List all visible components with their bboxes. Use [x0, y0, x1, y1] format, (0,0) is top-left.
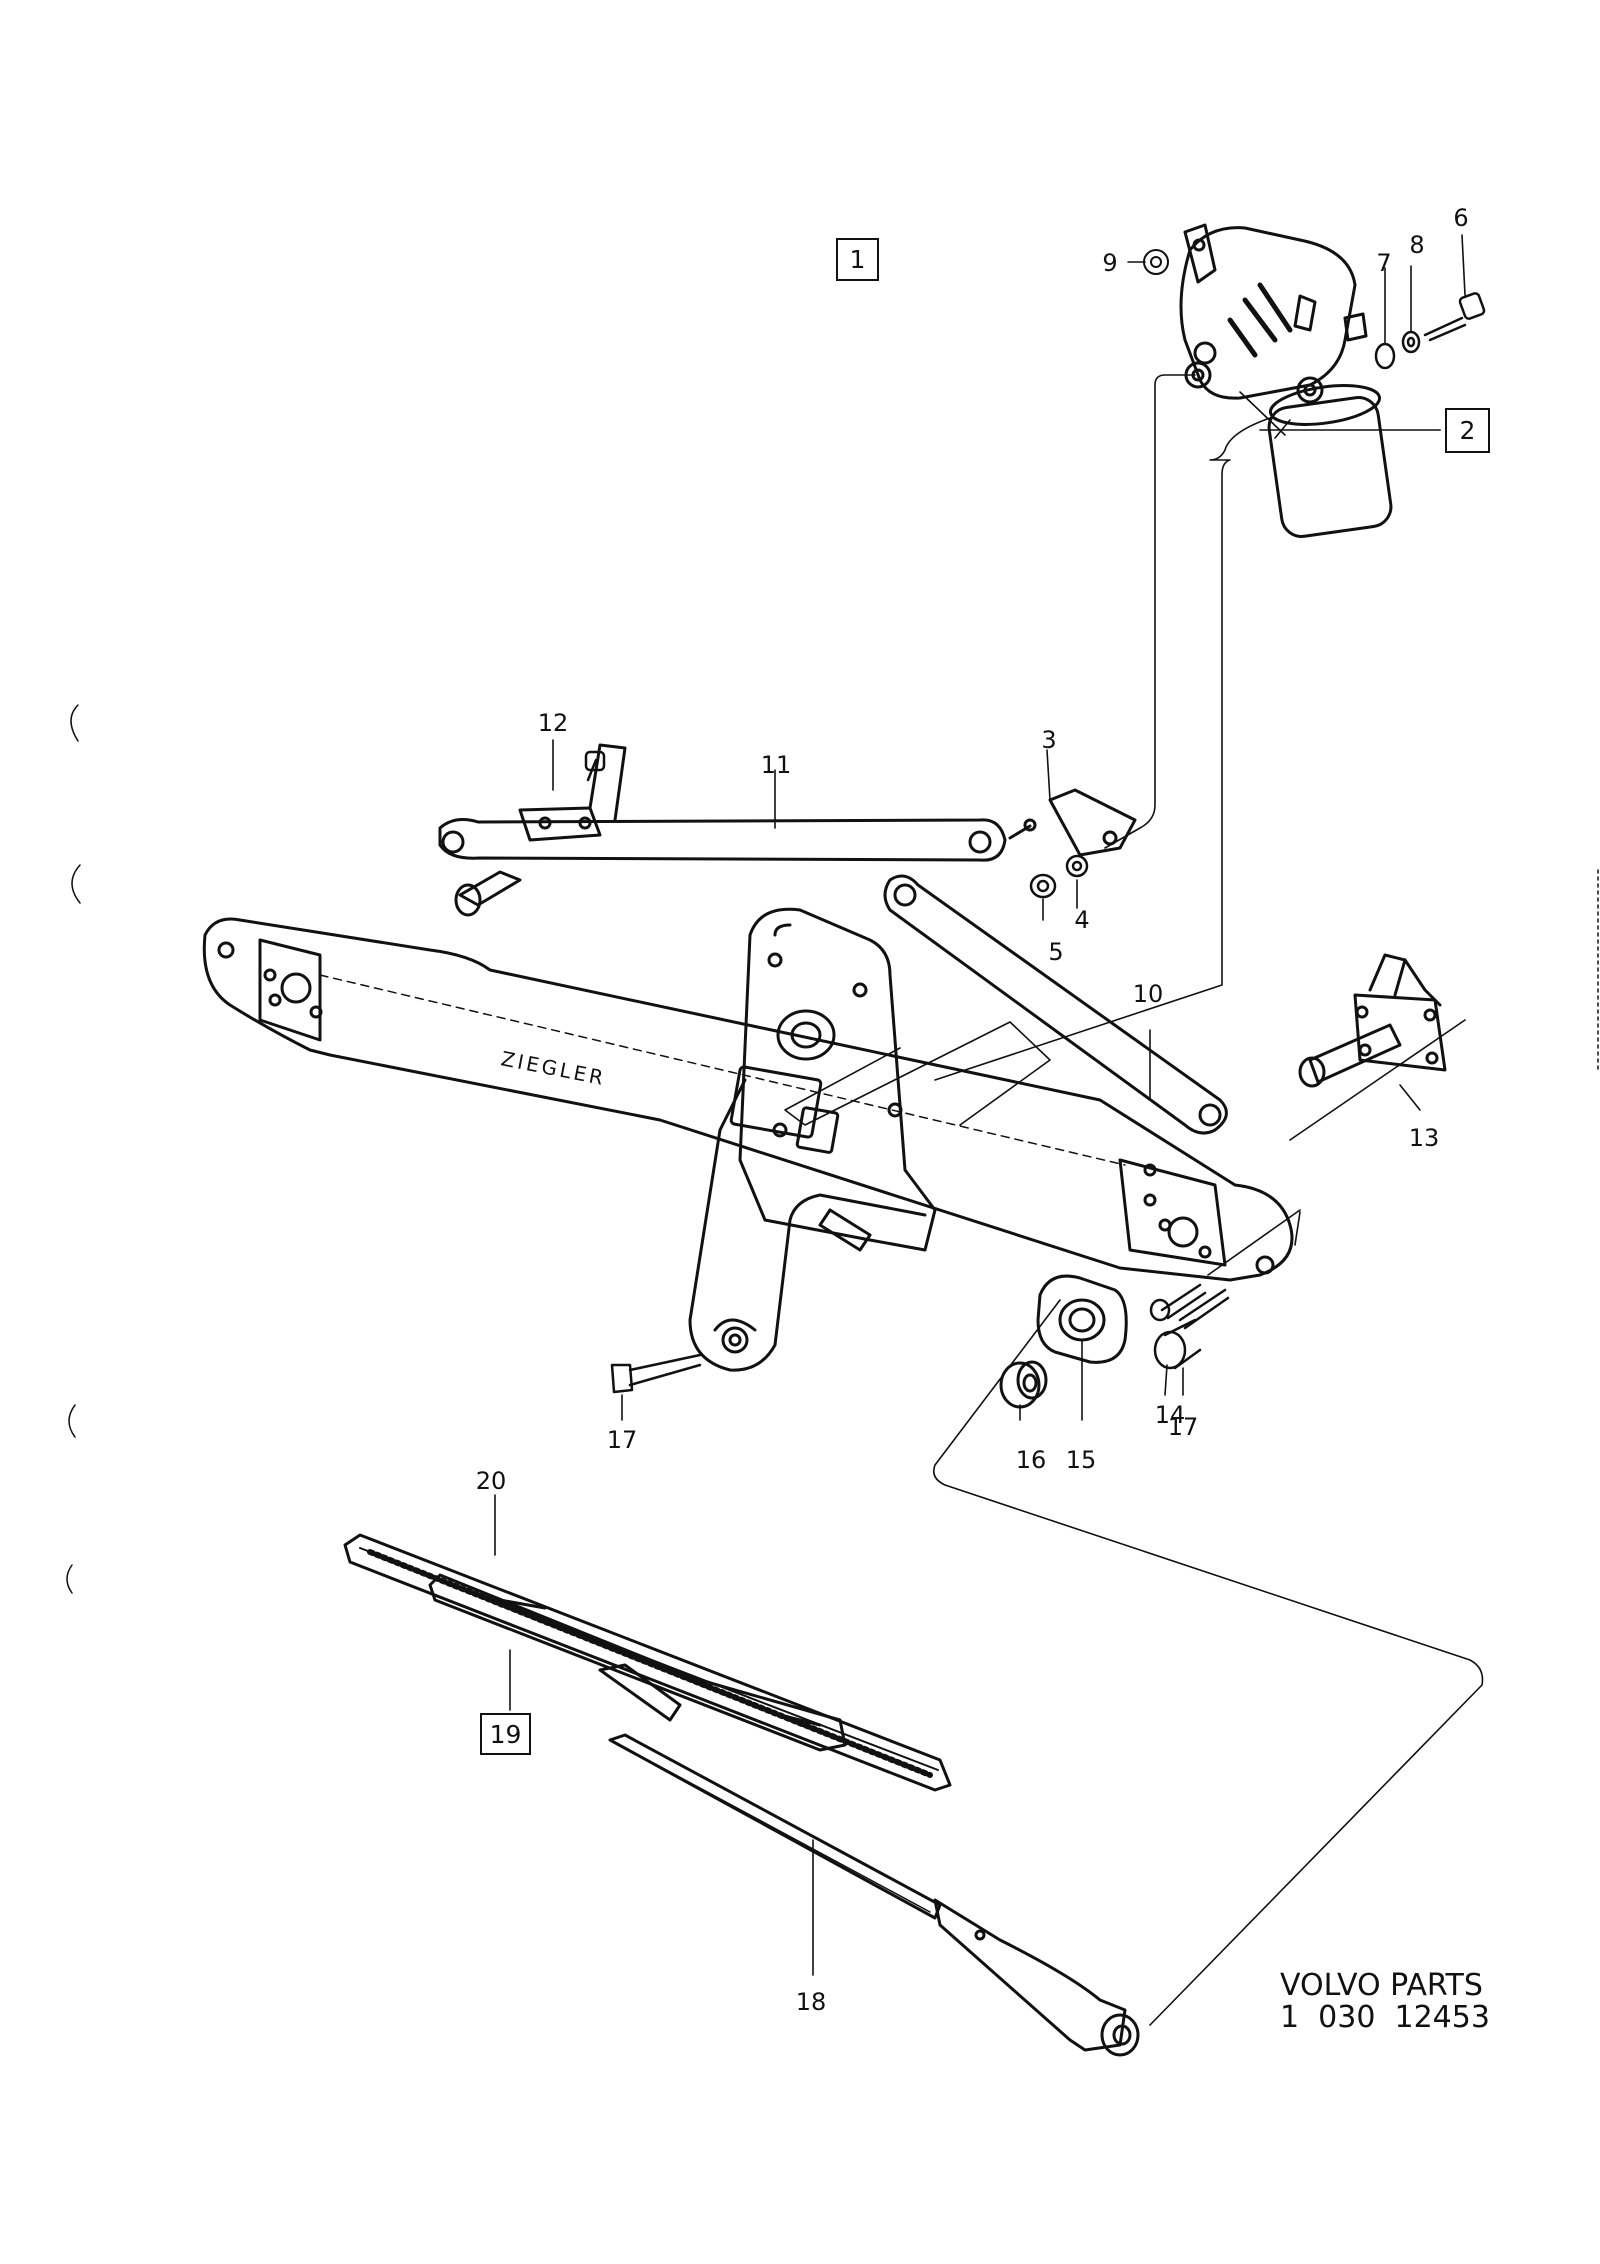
parts-reference-brand: VOLVO PARTS	[1280, 1968, 1483, 2003]
callout-2: 2	[1445, 408, 1490, 453]
callout-15: 15	[1065, 1446, 1097, 1474]
nut-washer-4-5	[1029, 854, 1089, 899]
wiper-motor	[1179, 223, 1393, 538]
callout-9: 9	[1102, 249, 1118, 277]
callout-1: 1	[836, 238, 879, 281]
callout-20: 20	[475, 1467, 507, 1495]
callout-19: 19	[480, 1713, 531, 1755]
frame-brand-label: ZIEGLER	[499, 1046, 608, 1090]
wiper-blade	[343, 1533, 952, 1792]
callout-4: 4	[1074, 906, 1090, 934]
parts-reference: VOLVO PARTS 1 030 12453	[1280, 1970, 1490, 2033]
pivot-housing	[688, 907, 937, 1372]
binder-marks	[66, 704, 1599, 1594]
callout-10: 10	[1132, 980, 1164, 1008]
callout-6: 6	[1453, 204, 1469, 232]
callout-17-right: 17	[1167, 1413, 1199, 1441]
callout-16: 16	[1015, 1446, 1047, 1474]
spindle-13	[1298, 953, 1447, 1088]
pivot-bolt-12	[584, 750, 606, 782]
washers-7-8	[1374, 330, 1421, 370]
callout-3: 3	[1041, 726, 1057, 754]
link-arm-10	[883, 874, 1228, 1135]
motor-bolt	[1423, 292, 1486, 342]
grommets-15-16	[999, 1274, 1128, 1409]
wiper-arm	[608, 1733, 1140, 2057]
callout-18: 18	[795, 1988, 827, 2016]
bolt-17-left	[610, 1353, 702, 1394]
callout-8: 8	[1409, 231, 1425, 259]
callout-12: 12	[537, 709, 569, 737]
callout-14: 14	[1154, 1401, 1186, 1429]
link-arm-11	[438, 743, 1007, 862]
parts-reference-number: 1 030 12453	[1280, 1999, 1490, 2035]
bolts-14-17	[1149, 1283, 1230, 1370]
guide-lines	[784, 374, 1484, 2026]
callout-17-left: 17	[606, 1426, 638, 1454]
leader-lines	[494, 234, 1466, 1976]
callout-5: 5	[1048, 938, 1064, 966]
callout-11: 11	[760, 751, 792, 779]
star-washer	[1143, 249, 1169, 275]
left-spindle	[454, 870, 522, 917]
crank-3	[1008, 788, 1137, 857]
callout-13: 13	[1408, 1124, 1440, 1152]
callout-7: 7	[1376, 249, 1392, 277]
